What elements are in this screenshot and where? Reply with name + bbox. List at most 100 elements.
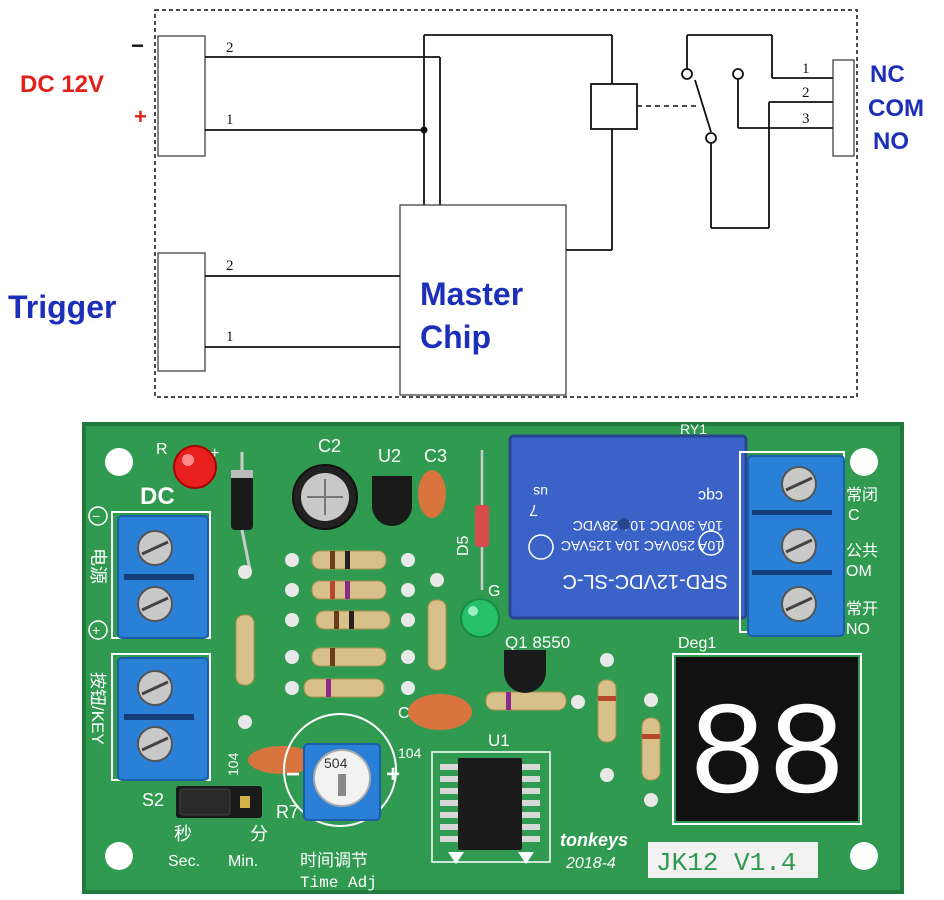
- pot-slot: [338, 774, 346, 796]
- min-en-silk: Min.: [228, 853, 258, 870]
- no-en-silk: NO: [846, 621, 870, 638]
- relay-pin-2: 2: [802, 85, 810, 101]
- power-minus-sign: −: [131, 33, 144, 58]
- band-3b: [349, 611, 354, 629]
- date-silk: 2018-4: [565, 855, 616, 872]
- c3-capacitor: [418, 470, 446, 518]
- relay-coil: [590, 83, 638, 130]
- u1-pin: [440, 824, 462, 830]
- relay: RY1 SRD-12VDC-SL-C 10A 250VAC 10A 125VAC…: [508, 421, 748, 620]
- module-boundary: [154, 9, 858, 398]
- d5-silk: D5: [455, 535, 472, 556]
- jumper-pin: [240, 796, 250, 808]
- master-chip-box: [399, 204, 567, 396]
- key-screw-2-slot: [141, 736, 169, 752]
- pad: [285, 613, 299, 627]
- com-cn-silk: 公共: [846, 542, 878, 560]
- trigger-pin-2: 2: [226, 258, 234, 274]
- pad: [285, 650, 299, 664]
- mount-hole-bl: [105, 842, 133, 870]
- u1-pin: [518, 788, 540, 794]
- band-4a: [330, 648, 335, 666]
- pad: [238, 715, 252, 729]
- pad: [430, 573, 444, 587]
- band-2a: [330, 581, 335, 599]
- power-cn-silk: 电源: [88, 548, 108, 584]
- power-screw-1-slot: [141, 540, 169, 556]
- g-silk: G: [488, 583, 500, 600]
- power-screw-2-slot: [141, 596, 169, 612]
- u1-pin: [440, 788, 462, 794]
- pad: [401, 650, 415, 664]
- power-terminal-divider: [124, 574, 194, 580]
- contact-com: [705, 132, 717, 144]
- relay-ul-ring: [528, 534, 554, 560]
- pot-silk-ring: [283, 713, 397, 827]
- chip-label-line2: Chip: [420, 319, 491, 355]
- s2-silk: S2: [142, 790, 164, 810]
- u1-chip: [458, 758, 522, 850]
- display-outline: [672, 653, 862, 825]
- relay-model: SRD-12VDC-SL-C: [562, 570, 728, 592]
- pot-minus-silk: −: [286, 761, 300, 788]
- sec-en-silk: Sec.: [168, 853, 200, 870]
- com-en-silk: OM: [846, 563, 872, 580]
- u1-outline: [431, 751, 551, 863]
- resistor-6: [235, 614, 255, 686]
- power-plus-sign: +: [134, 104, 147, 129]
- u1-pin: [518, 800, 540, 806]
- pad: [600, 653, 614, 667]
- com-label: COM: [868, 95, 924, 122]
- c3-silk: C3: [424, 446, 447, 466]
- pad: [401, 681, 415, 695]
- time-en-silk: Time Adj: [300, 874, 377, 892]
- band-1b: [345, 551, 350, 569]
- u1-pins: [440, 764, 540, 842]
- u1-pin: [440, 764, 462, 770]
- resistor-7: [427, 599, 447, 671]
- band-1a: [330, 551, 335, 569]
- mount-hole-tr: [850, 448, 878, 476]
- jumper-cap: [179, 788, 231, 816]
- key-terminal-block: [117, 657, 209, 781]
- min-cn-silk: 分: [250, 824, 268, 844]
- u1-pin: [440, 776, 462, 782]
- cap-104-left: [248, 746, 316, 774]
- r-plus-silk: +: [210, 445, 219, 462]
- output-screw-2-slot: [785, 538, 813, 554]
- plus-circle: [88, 620, 108, 640]
- relay-cqc: cqc: [698, 487, 723, 504]
- diode-body: [231, 470, 253, 530]
- pad: [285, 553, 299, 567]
- band-8a: [506, 692, 511, 710]
- relay-dot: [618, 518, 630, 530]
- u1-pin: [518, 812, 540, 818]
- key-cn-silk: 按钮/KEY: [88, 672, 107, 745]
- band-10a: [642, 734, 660, 739]
- power-connector: [157, 35, 206, 157]
- u1-pin: [518, 824, 540, 830]
- contact-no: [732, 68, 744, 80]
- relay-cqc-ring: [698, 530, 724, 556]
- solder-pads: [238, 553, 658, 807]
- pcb-board: DC − + 电源 按钮/KEY R + C2 U2 C3 D5: [82, 421, 904, 894]
- red-led-shine: [182, 454, 194, 466]
- u1-pin: [440, 800, 462, 806]
- mount-hole-br: [850, 842, 878, 870]
- green-led: [460, 598, 500, 638]
- pad: [644, 793, 658, 807]
- chip-label-line1: Master: [420, 276, 523, 312]
- output-divider-1: [752, 510, 832, 515]
- band-5a: [326, 679, 331, 697]
- cap-104-left-silk: 104: [225, 752, 241, 776]
- diode-band: [231, 470, 253, 478]
- plus-silk: +: [92, 622, 100, 638]
- key-terminal-divider: [124, 714, 194, 720]
- r-silk: R: [156, 441, 168, 458]
- resistor-9: [597, 679, 617, 743]
- sec-cn-silk: 秒: [174, 824, 192, 844]
- key-screw-1-slot: [141, 680, 169, 696]
- u1-pin: [518, 836, 540, 842]
- u1-pin: [518, 764, 540, 770]
